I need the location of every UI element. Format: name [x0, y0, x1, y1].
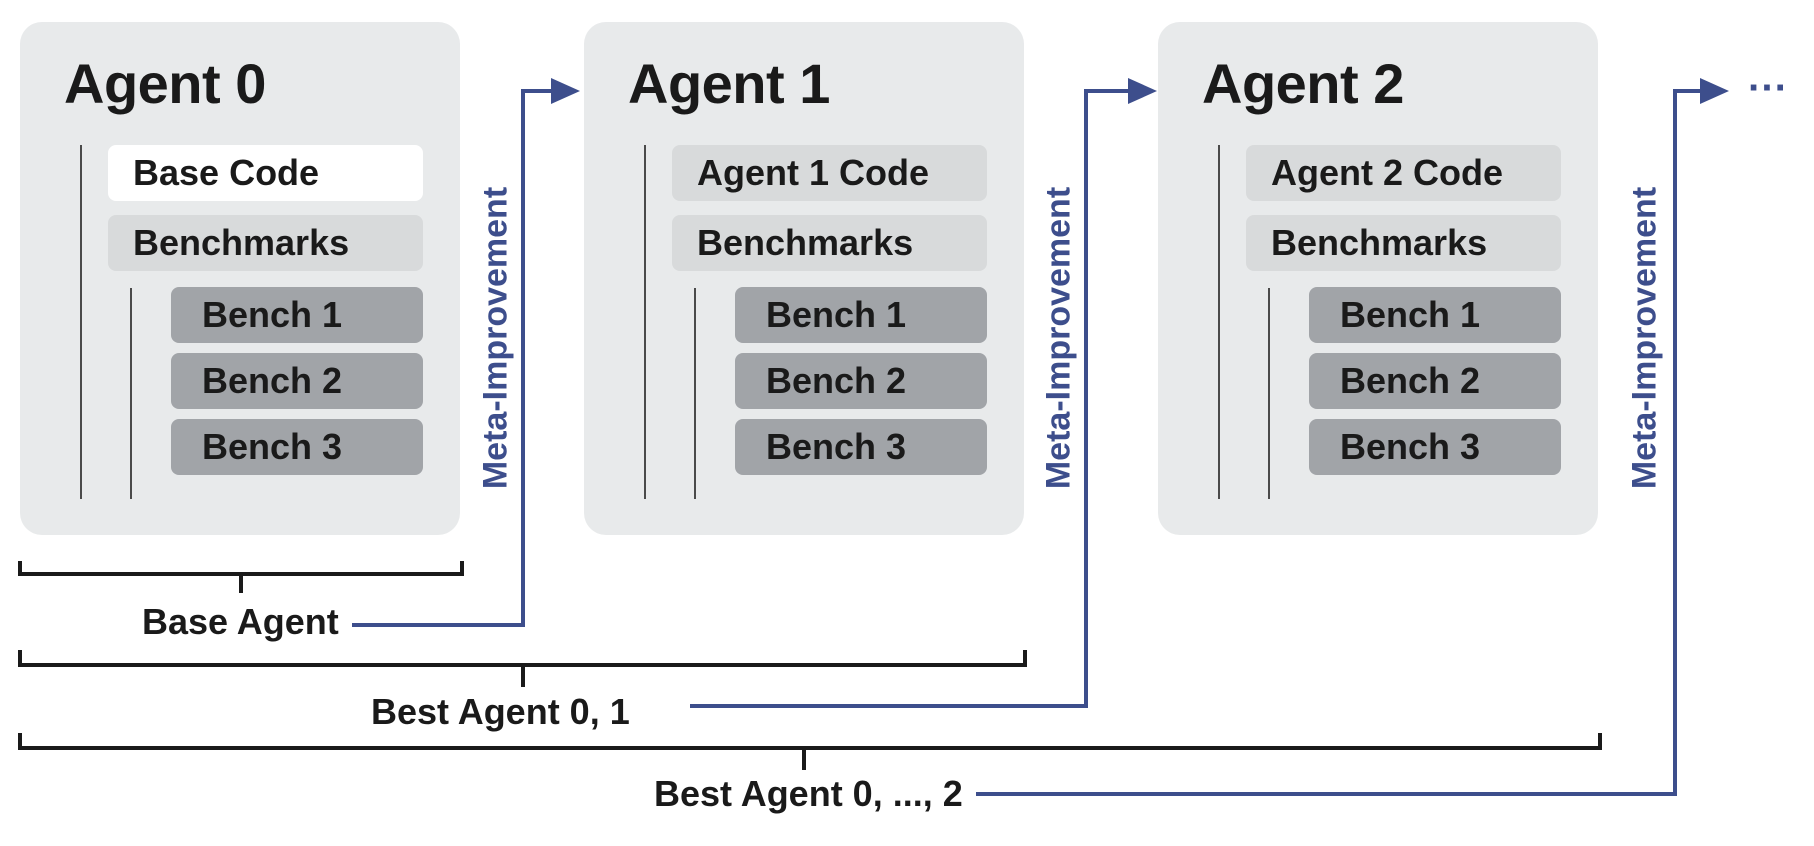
benchmarks-box: Benchmarks	[108, 215, 423, 271]
code-box: Agent 1 Code	[672, 145, 987, 201]
bench-box: Bench 1	[171, 287, 423, 343]
meta-arrow-3	[976, 89, 1719, 796]
bench-box: Bench 1	[735, 287, 987, 343]
arrowhead-2	[1128, 78, 1157, 104]
bench-box: Bench 3	[735, 419, 987, 475]
agent-card-2: Agent 2 Agent 2 Code Benchmarks Bench 1 …	[1158, 22, 1598, 535]
code-box: Base Code	[108, 145, 423, 201]
agent-title: Agent 0	[64, 52, 266, 115]
tree-line	[1218, 145, 1220, 499]
bench-box: Bench 3	[1309, 419, 1561, 475]
bracket-best-agent-0-1	[18, 650, 1027, 687]
code-box: Agent 2 Code	[1246, 145, 1561, 201]
bench-box: Bench 1	[1309, 287, 1561, 343]
agent-card-0: Agent 0 Base Code Benchmarks Bench 1 Ben…	[20, 22, 460, 535]
benchmarks-box: Benchmarks	[672, 215, 987, 271]
bracket-label-best-agent-0-2: Best Agent 0, ..., 2	[654, 773, 963, 814]
bracket-base-agent	[18, 561, 464, 593]
meta-improvement-label-3: Meta-Improvement	[1625, 186, 1664, 490]
bracket-label-base-agent: Base Agent	[142, 601, 339, 642]
bench-box: Bench 2	[735, 353, 987, 409]
meta-arrow-2	[690, 89, 1147, 708]
bracket-best-agent-0-2	[18, 733, 1602, 770]
arrowhead-3	[1700, 78, 1729, 104]
agent-card-1: Agent 1 Agent 1 Code Benchmarks Bench 1 …	[584, 22, 1024, 535]
agent-title: Agent 1	[628, 52, 830, 115]
tree-line	[644, 145, 646, 499]
agent-title: Agent 2	[1202, 52, 1404, 115]
continuation-ellipsis: ···	[1748, 66, 1788, 110]
tree-line	[80, 145, 82, 499]
meta-improvement-label-2: Meta-Improvement	[1039, 186, 1078, 490]
bench-box: Bench 3	[171, 419, 423, 475]
bracket-label-best-agent-0-1: Best Agent 0, 1	[371, 691, 630, 732]
bench-tree-line	[694, 288, 696, 499]
bench-box: Bench 2	[171, 353, 423, 409]
bench-tree-line	[130, 288, 132, 499]
meta-arrow-1	[352, 89, 570, 627]
arrowhead-1	[551, 78, 580, 104]
bench-tree-line	[1268, 288, 1270, 499]
meta-improvement-label-1: Meta-Improvement	[476, 186, 515, 490]
bench-box: Bench 2	[1309, 353, 1561, 409]
benchmarks-box: Benchmarks	[1246, 215, 1561, 271]
